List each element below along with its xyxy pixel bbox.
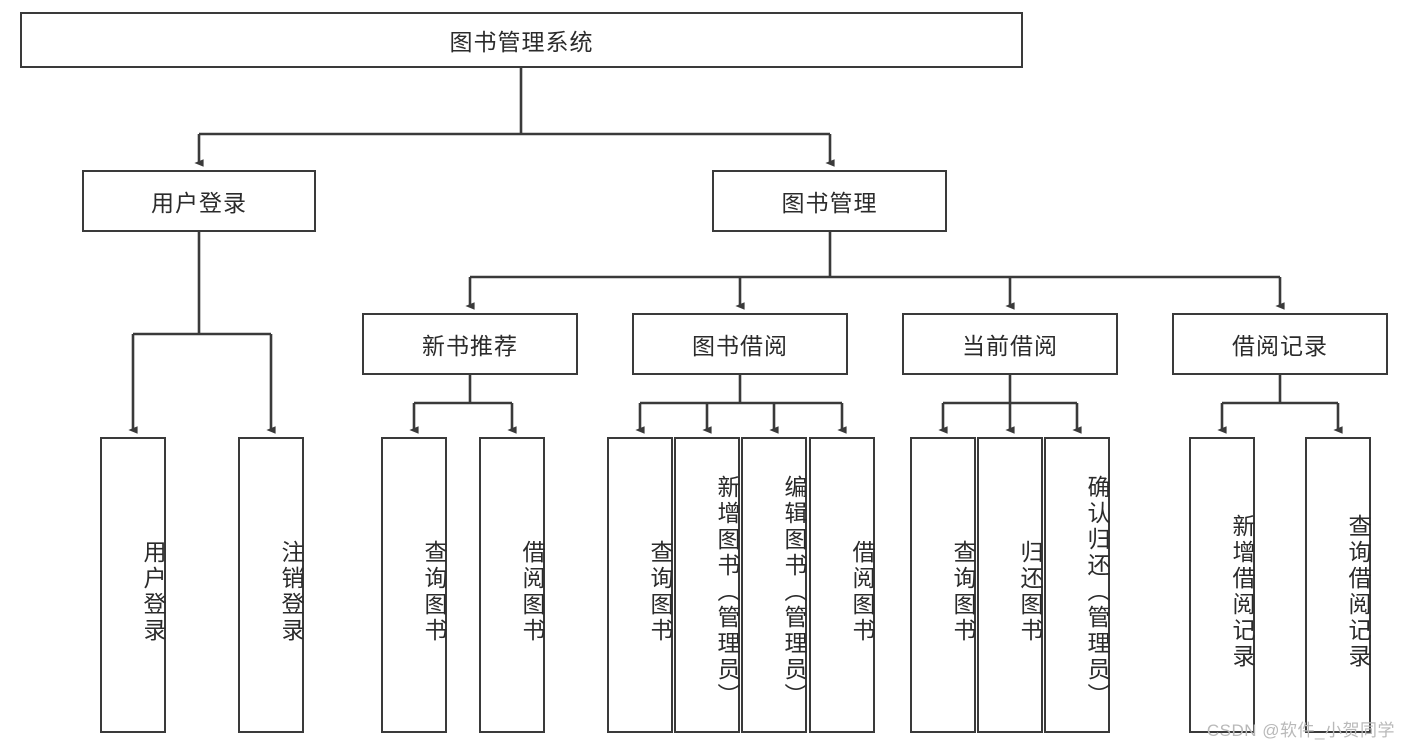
- node-label: 新增借阅记录: [1229, 514, 1255, 670]
- leaf-new-book-borrow-book[interactable]: 借阅图书: [479, 437, 545, 733]
- node-label: 借阅图书: [849, 540, 875, 644]
- node-label: 图书借阅: [692, 333, 788, 359]
- node-label: 借阅图书: [519, 540, 545, 644]
- node-label: 查询图书: [950, 540, 976, 644]
- node-label: 图书管理: [781, 190, 878, 216]
- node-new-book-recommend[interactable]: 新书推荐: [362, 313, 578, 375]
- node-label: 借阅记录: [1232, 333, 1328, 359]
- node-root-book-management-system[interactable]: 图书管理系统: [20, 12, 1023, 68]
- node-user-login[interactable]: 用户登录: [82, 170, 316, 232]
- node-book-borrow[interactable]: 图书借阅: [632, 313, 848, 375]
- leaf-book-borrow-borrow-book[interactable]: 借阅图书: [809, 437, 875, 733]
- leaf-book-borrow-query-book[interactable]: 查询图书: [607, 437, 673, 733]
- node-label: 查询图书: [421, 540, 447, 644]
- node-label: 注销登录: [278, 540, 304, 644]
- node-borrow-record[interactable]: 借阅记录: [1172, 313, 1388, 375]
- node-label: 新书推荐: [422, 333, 518, 359]
- node-label: 新增图书（管理员）: [714, 475, 740, 709]
- leaf-user-login-login[interactable]: 用户登录: [100, 437, 166, 733]
- leaf-new-book-query-book[interactable]: 查询图书: [381, 437, 447, 733]
- node-label: 用户登录: [151, 190, 247, 216]
- node-label: 查询图书: [647, 540, 673, 644]
- node-label: 当前借阅: [962, 333, 1058, 359]
- node-label: 查询借阅记录: [1345, 514, 1371, 670]
- node-label: 用户登录: [140, 540, 166, 644]
- leaf-user-login-logout[interactable]: 注销登录: [238, 437, 304, 733]
- node-book-management[interactable]: 图书管理: [712, 170, 947, 232]
- node-current-borrow[interactable]: 当前借阅: [902, 313, 1118, 375]
- leaf-book-borrow-add-book-admin[interactable]: 新增图书（管理员）: [674, 437, 740, 733]
- leaf-borrow-record-add-record[interactable]: 新增借阅记录: [1189, 437, 1255, 733]
- node-label: 确认归还（管理员）: [1084, 475, 1110, 709]
- leaf-current-borrow-return-book[interactable]: 归还图书: [977, 437, 1043, 733]
- node-label: 编辑图书（管理员）: [781, 475, 807, 709]
- leaf-current-borrow-confirm-return-admin[interactable]: 确认归还（管理员）: [1044, 437, 1110, 733]
- leaf-current-borrow-query-book[interactable]: 查询图书: [910, 437, 976, 733]
- leaf-book-borrow-edit-book-admin[interactable]: 编辑图书（管理员）: [741, 437, 807, 733]
- node-label: 图书管理系统: [449, 29, 594, 55]
- leaf-borrow-record-query-record[interactable]: 查询借阅记录: [1305, 437, 1371, 733]
- node-label: 归还图书: [1017, 540, 1043, 644]
